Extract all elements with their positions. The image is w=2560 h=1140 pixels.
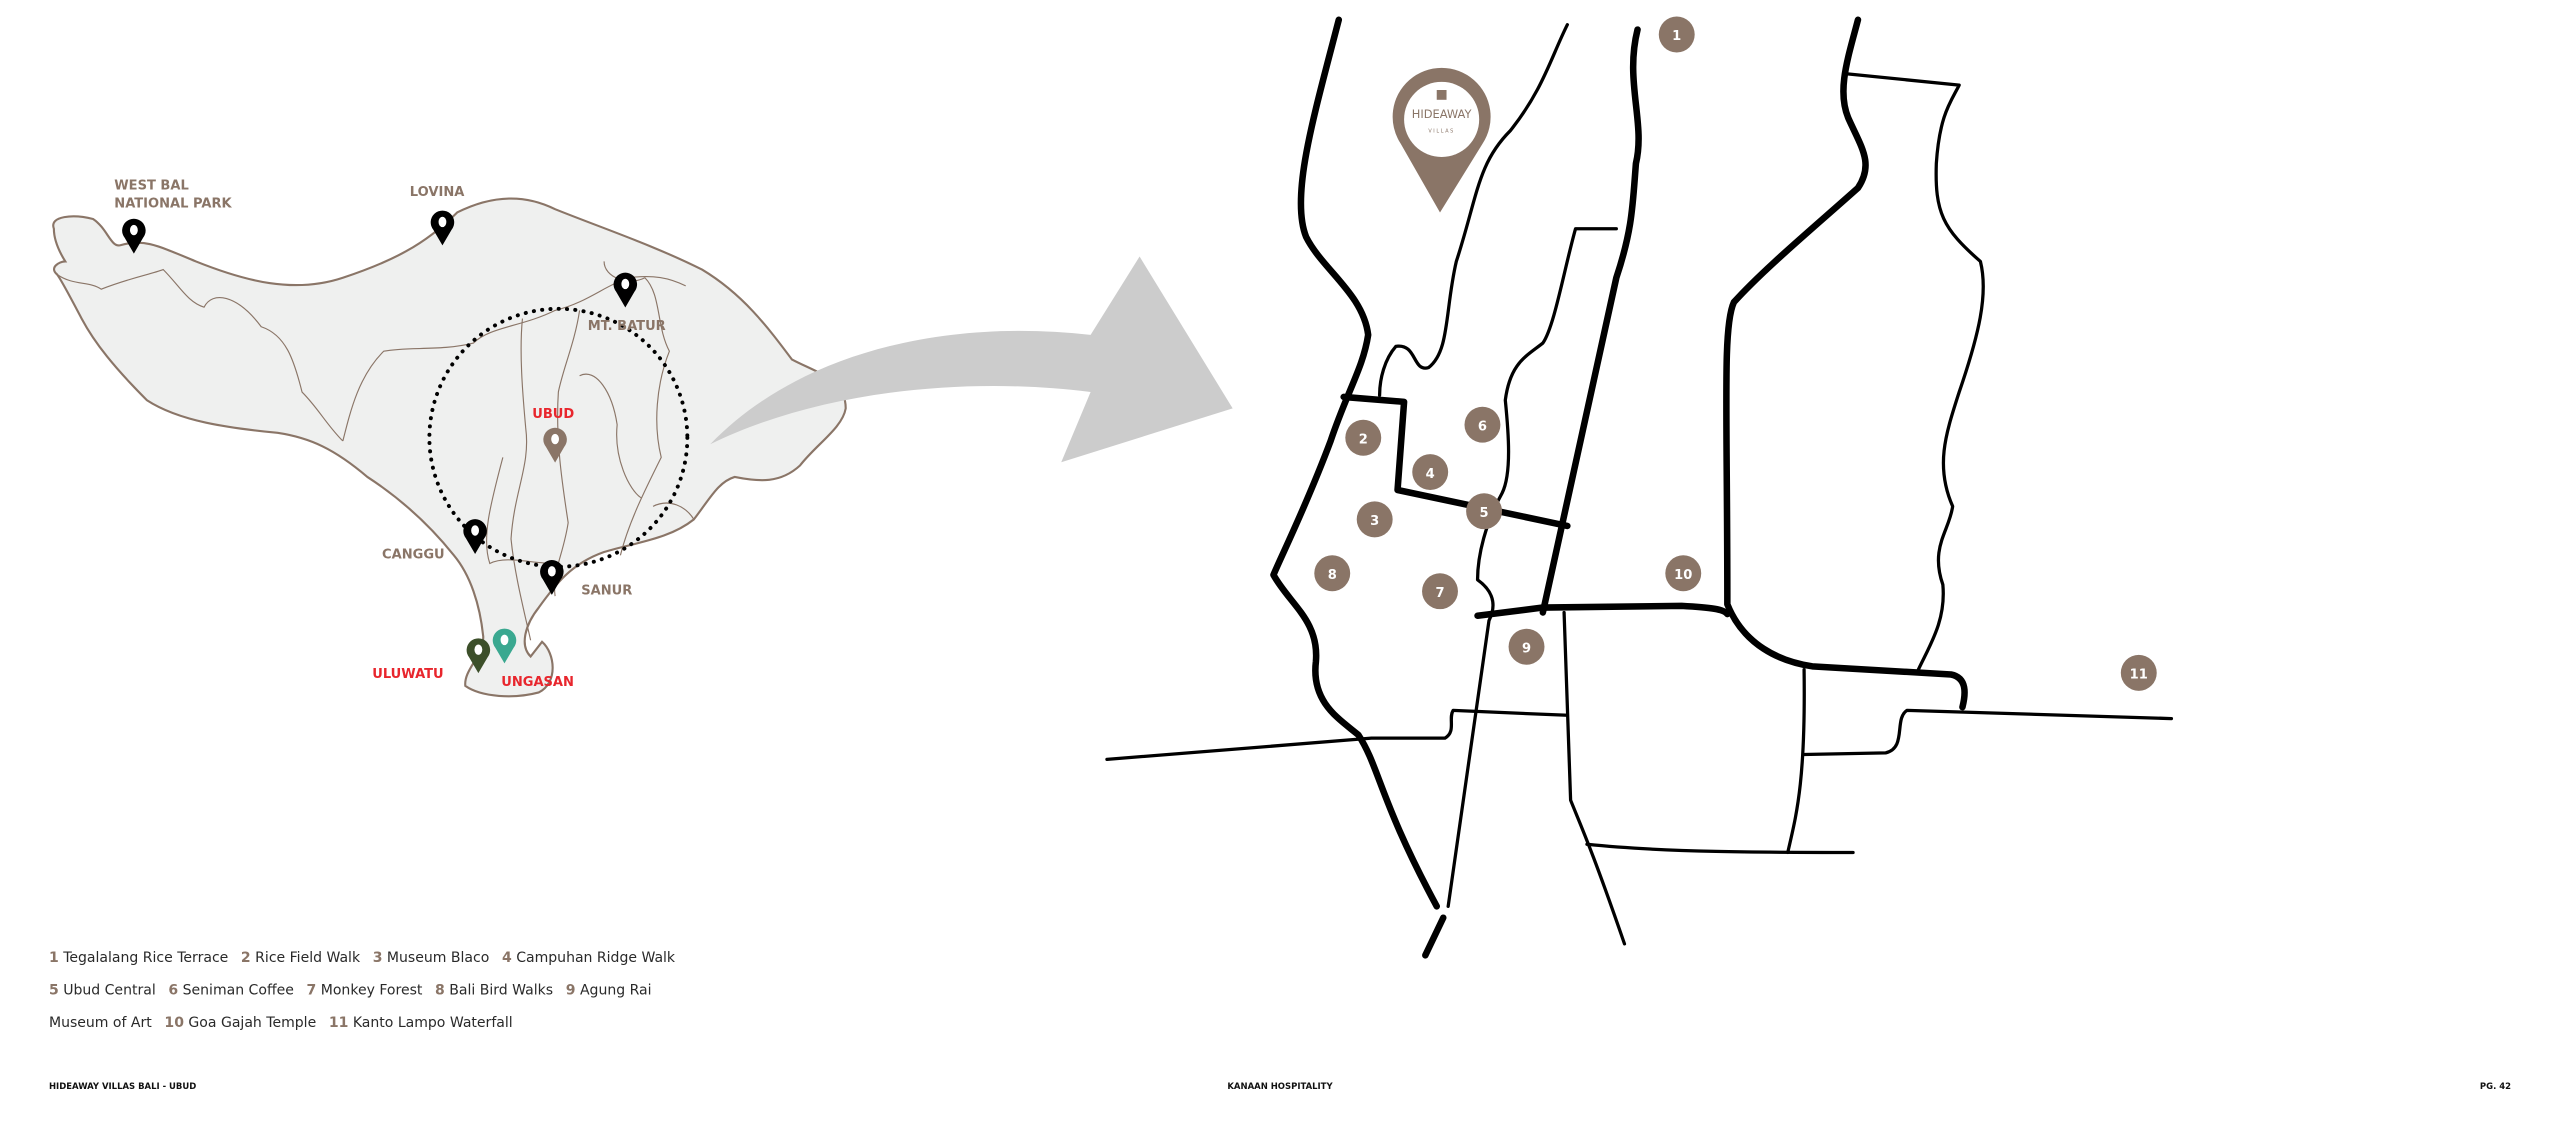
hideaway-villas-logo-pin[interactable]: HIDEAWAY VILLAS [1392,67,1491,213]
ubud-label: UBUD [532,407,574,422]
uluwatu-label: ULUWATU [372,667,443,682]
ubud-street-map [1105,16,2174,959]
svg-text:6: 6 [1478,419,1487,434]
svg-text:8: 8 [1328,568,1337,583]
legend-line-2: 5 Ubud Central 6 Seniman Coffee 7 Monkey… [49,982,652,998]
regency-border [485,457,556,565]
svg-text:10: 10 [1674,568,1692,583]
footer-left: HIDEAWAY VILLAS BALI - UBUD [49,1081,196,1091]
poi-marker-1[interactable]: 1 [1658,16,1695,53]
poi-marker-11[interactable]: 11 [2120,654,2157,691]
ubud-region-circle [427,306,690,569]
mt-batur-label: MT. BATUR [588,319,666,334]
footer-center: KANAAN HOSPITALITY [1227,1081,1333,1091]
bali-island [52,197,847,698]
canggu-label: CANGGU [382,548,445,563]
poi-markers: 1 2 3 4 5 6 7 8 9 10 11 [1314,16,2157,691]
svg-text:7: 7 [1435,586,1444,601]
poi-marker-7[interactable]: 7 [1422,573,1458,610]
lovina-label: LOVINA [410,185,465,200]
svg-text:5: 5 [1480,506,1489,521]
logo-subtext: VILLAS [1428,128,1455,134]
svg-text:4: 4 [1426,467,1435,482]
west-bali-label-line2: NATIONAL PARK [114,197,232,212]
zoom-arrow-icon [710,256,1233,463]
regency-border [56,268,344,442]
regency-border [579,373,642,499]
legend: 1 Tegalalang Rice Terrace 2 Rice Field W… [49,950,676,1031]
bali-map [52,197,847,698]
ungasan-label: UNGASAN [501,675,574,690]
west-bali-label: WEST BAL [114,179,188,194]
legend-line-1: 1 Tegalalang Rice Terrace 2 Rice Field W… [49,950,676,966]
poi-marker-5[interactable]: 5 [1466,493,1503,530]
poi-marker-10[interactable]: 10 [1665,555,1702,592]
poi-marker-3[interactable]: 3 [1356,501,1393,538]
legend-line-3: Museum of Art 10 Goa Gajah Temple 11 Kan… [49,1015,513,1031]
poi-marker-4[interactable]: 4 [1412,454,1449,490]
regency-border [553,310,581,597]
svg-text:2: 2 [1359,432,1368,447]
sanur-label: SANUR [581,583,632,598]
svg-text:3: 3 [1370,514,1379,529]
svg-text:1: 1 [1672,29,1681,44]
svg-text:11: 11 [2130,668,2148,683]
poi-marker-6[interactable]: 6 [1464,406,1501,443]
poi-marker-9[interactable]: 9 [1508,628,1545,665]
regency-border [603,261,671,556]
logo-text: HIDEAWAY [1412,107,1472,121]
poi-marker-2[interactable]: 2 [1345,419,1382,456]
page-number: PG. 42 [2480,1081,2511,1091]
regency-border [510,318,532,641]
regency-border [652,502,695,520]
svg-text:9: 9 [1522,641,1531,656]
poi-marker-8[interactable]: 8 [1314,555,1351,592]
